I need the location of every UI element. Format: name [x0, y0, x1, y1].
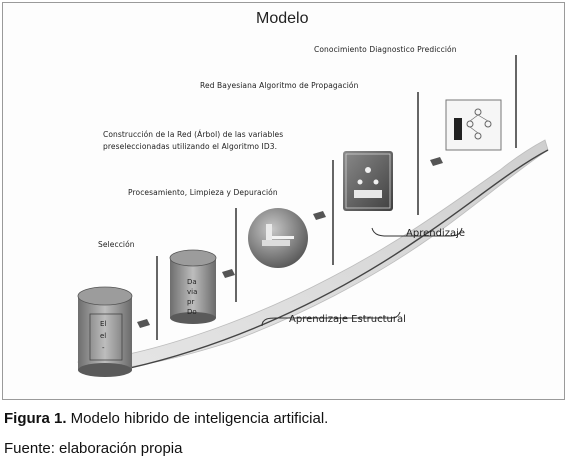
cylinder-2-text-2: via — [187, 288, 197, 296]
flow-arrow-3 — [313, 211, 326, 220]
flow-arrow-1 — [137, 319, 150, 328]
stage-label-knowledge: Conocimiento Diagnostico Predicción — [314, 45, 457, 54]
cylinder-2-text-3: pr — [187, 298, 194, 306]
brace-structural — [261, 311, 401, 327]
brace-label-structural: Aprendizaje Estructural — [289, 314, 406, 325]
flow-arrow-4 — [430, 157, 443, 166]
network-panel — [445, 99, 502, 151]
cylinder-2 — [169, 249, 217, 324]
flow-arrow-2 — [222, 269, 235, 278]
caption-label: Figura 1. — [4, 410, 67, 427]
stage-label-construction-line2: preseleccionadas utilizando el Algoritmo… — [103, 142, 278, 151]
processing-sphere — [248, 208, 308, 268]
cylinder-2-text-1: Da — [187, 278, 197, 286]
stage-label-selection: Selección — [98, 240, 135, 249]
caption-text: Modelo hibrido de inteligencia artificia… — [66, 410, 329, 427]
diagram-canvas: El el - Da via pr Do — [77, 55, 549, 377]
cylinder-1 — [77, 286, 133, 377]
stage-label-bayesian: Red Bayesiana Algoritmo de Propagación — [200, 81, 359, 90]
ribbon-edge — [129, 149, 549, 369]
diagram-title: Modelo — [256, 10, 309, 27]
stage-label-processing: Procesamiento, Limpieza y Depuración — [128, 188, 278, 197]
stage-label-construction-line1: Construcción de la Red (Árbol) de las va… — [103, 130, 284, 139]
tree-box — [343, 151, 393, 211]
cylinder-2-text-4: Do — [187, 308, 197, 316]
cylinder-1-text-1: El — [100, 320, 106, 328]
brace-learning — [371, 227, 463, 237]
cylinder-1-text-2: el — [100, 332, 106, 340]
figure-caption: Figura 1. Modelo hibrido de inteligencia… — [4, 410, 328, 427]
process-ribbon — [77, 139, 549, 373]
figure-source: Fuente: elaboración propia — [4, 440, 183, 457]
cylinder-1-text-3: - — [102, 344, 105, 352]
brace-label-learning: Aprendizaje — [406, 228, 466, 239]
